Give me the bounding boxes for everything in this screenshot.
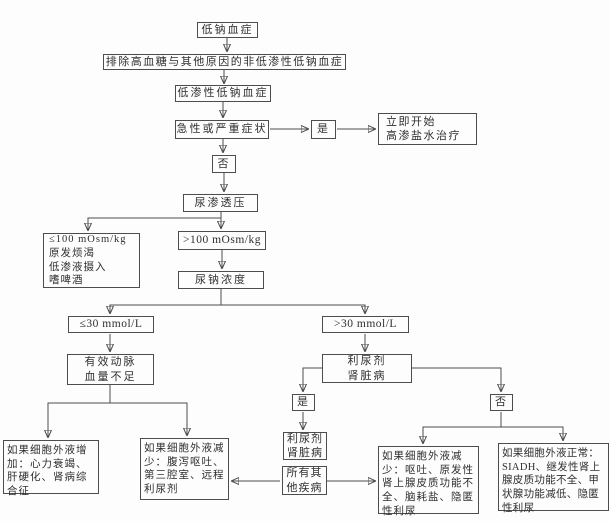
node-no-1-label: 否 [217,157,231,170]
node-saline-line-1: 立即开始 [386,115,436,128]
edge-sodium-low [110,289,222,313]
node-yes-1: 是 [311,120,336,139]
node-hyponatremia: 低钠血症 [197,22,258,38]
edge-osmolality-low [88,212,222,230]
node-diuretics-line-2: 肾脏病 [347,369,387,382]
node-ecf-normal: 如果细胞外液正常：SIADH、继发性肾上腺皮质功能不全、甲状腺功能减低、隐匿性利… [498,443,609,514]
node-urine-osmolality-label: 尿渗透压 [194,196,247,209]
node-hyponatremia-label: 低钠血症 [201,23,254,36]
node-ecf-increased: 如果细胞外液增加：心力衰竭、肝硬化、肾病综合征 [3,440,99,497]
node-ecf-decreased-gi-label: 如果细胞外液减少：腹泻呕吐、第三腔室、远程利尿剂 [144,443,225,495]
node-hypotonic-label: 低渗性低钠血症 [177,87,269,100]
node-yes-2: 是 [292,394,315,411]
node-diuretics-kidney-disease: 利尿剂 肾脏病 [322,354,412,383]
node-ecf-decreased-other: 如果细胞外液减少：呕吐、原发性肾上腺皮质功能不全、脑耗盐、隐匿性利尿 [378,446,479,517]
node-yes-2-label: 是 [297,396,310,409]
node-no-1: 否 [212,155,236,173]
node-eabv-line-2: 血量不足 [84,370,137,383]
node-saline-line-2: 高渗盐水治疗 [386,130,461,142]
node-effective-arterial-volume: 有效动脉 血量不足 [67,354,154,385]
node-urine-sodium-label: 尿钠浓度 [195,273,247,286]
node-hypotonic-hyponatremia: 低渗性低钠血症 [175,85,271,102]
node-exclude-label: 排除高血糖与其他原因的非低渗性低钠血症 [105,55,344,68]
node-ecf-decreased-gi: 如果细胞外液减少：腹泻呕吐、第三腔室、远程利尿剂 [140,438,229,500]
node-acute-label: 急性或严重症状 [176,123,268,136]
node-low-osmolality-causes: ≤100 mOsm/kg 原发烦渴 低渗液摄入 嗜啤酒 [43,233,140,288]
edge-no2-ecf-decreased-other [423,412,502,443]
node-all-other-diseases: 所有其 他疾病 [282,466,327,495]
node-no-2-label: 否 [495,396,508,409]
node-low-sodium-label: ≤30 mmol/L [79,318,143,331]
node-allother-line-1: 所有其 [286,467,323,480]
node-ecf-normal-label: 如果细胞外液正常：SIADH、继发性肾上腺皮质功能不全、甲状腺功能减低、隐匿性利… [502,448,601,514]
edge-eabv-ecf-decreased-gi [110,402,187,435]
node-urine-sodium: 尿钠浓度 [178,271,264,289]
node-low-osm-line-1: ≤100 mOsm/kg [49,234,127,246]
flow-edges [48,38,563,481]
edge-diuretics-yes2 [303,367,322,391]
node-diuretics-kidney-disease-2: 利尿剂 肾脏病 [283,432,327,460]
node-ecf-decreased-other-label: 如果细胞外液减少：呕吐、原发性肾上腺皮质功能不全、脑耗盐、隐匿性利尿 [382,451,474,517]
node-no-2: 否 [490,394,513,411]
node-low-sodium: ≤30 mmol/L [68,316,154,333]
node-yes-1-label: 是 [317,123,330,136]
node-low-osm-line-3: 低渗液摄入 [49,261,107,273]
node-hypertonic-saline-treatment: 立即开始 高渗盐水治疗 [378,113,477,145]
node-ecf-increased-label: 如果细胞外液增加：心力衰竭、肝硬化、肾病综合征 [7,445,88,497]
node-diuretics2-line-1: 利尿剂 [287,432,323,445]
node-acute-severe-symptoms: 急性或严重症状 [175,120,269,139]
node-high-osmolality-label: >100 mOsm/kg [183,234,261,247]
edge-diuretics-no2 [412,367,501,391]
node-allother-line-2: 他疾病 [286,481,323,494]
node-diuretics2-line-2: 肾脏病 [287,447,323,459]
node-urine-osmolality: 尿渗透压 [183,194,258,212]
node-diuretics-line-1: 利尿剂 [347,355,387,368]
node-eabv-line-1: 有效动脉 [84,356,137,369]
node-high-sodium-label: >30 mmol/L [334,318,397,331]
node-exclude-non-hypotonic: 排除高血糖与其他原因的非低渗性低钠血症 [103,54,346,70]
node-low-osm-line-2: 原发烦渴 [49,247,95,259]
edge-sodium-high [221,304,365,313]
edge-no2-ecf-normal [501,426,563,440]
edge-eabv-ecf-increased [48,385,111,437]
node-high-osmolality: >100 mOsm/kg [178,231,266,250]
node-low-osm-line-4: 嗜啤酒 [49,275,84,287]
node-high-sodium: >30 mmol/L [322,316,409,333]
